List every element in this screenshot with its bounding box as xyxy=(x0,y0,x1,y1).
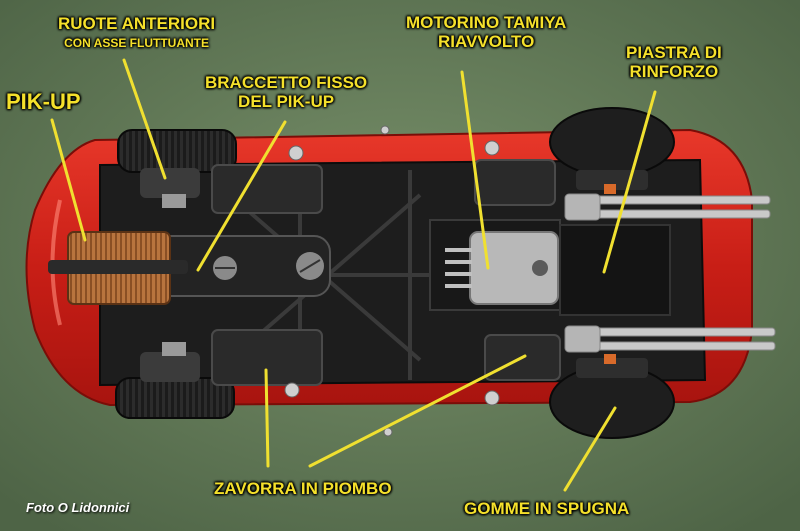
reinforcement-plate xyxy=(559,224,671,316)
front-wheel-bottom xyxy=(115,342,235,419)
label-sponge-tyres: GOMME IN SPUGNA xyxy=(464,499,630,519)
label-motor-line1: MOTORINO TAMIYA xyxy=(406,13,567,32)
label-pickup-text: PIK-UP xyxy=(6,89,81,114)
photo-credit: Foto O Lidonnici xyxy=(26,500,130,515)
label-front-wheels-line1: RUOTE ANTERIORI xyxy=(58,14,216,33)
label-pickup-arm-line2: DEL PIK-UP xyxy=(238,91,335,111)
label-sponge-tyres-text: GOMME IN SPUGNA xyxy=(464,499,630,518)
tamiya-motor xyxy=(429,219,561,311)
label-lead-ballast-text: ZAVORRA IN PIOMBO xyxy=(214,479,392,498)
rear-wheel-top xyxy=(549,107,675,194)
leader-lines xyxy=(50,58,657,492)
label-pickup-arm: BRACCETTO FISSO DEL PIK-UP xyxy=(205,73,368,111)
label-plate-line2: RINFORZO xyxy=(629,61,719,81)
pickup-arm xyxy=(119,235,331,297)
label-pickup-arm-line1: BRACCETTO FISSO xyxy=(205,73,368,92)
label-front-wheels-line2: CON ASSE FLUTTUANTE xyxy=(64,35,209,50)
label-reinforcement-plate: PIASTRA DI RINFORZO xyxy=(626,43,722,81)
front-wheel-top xyxy=(117,129,237,208)
chassis-screws xyxy=(284,125,500,437)
label-pickup: PIK-UP xyxy=(6,89,81,114)
label-plate-line1: PIASTRA DI xyxy=(626,43,722,62)
label-motor-line2: RIAVVOLTO xyxy=(437,31,535,51)
rear-wheel-bottom xyxy=(549,354,675,439)
pickup-brushes xyxy=(48,231,188,305)
label-front-wheels: RUOTE ANTERIORI CON ASSE FLUTTUANTE xyxy=(58,14,216,50)
label-motor: MOTORINO TAMIYA RIAVVOLTO xyxy=(406,13,567,51)
label-lead-ballast: ZAVORRA IN PIOMBO xyxy=(214,479,392,499)
rear-exhaust-pipes xyxy=(564,193,776,353)
